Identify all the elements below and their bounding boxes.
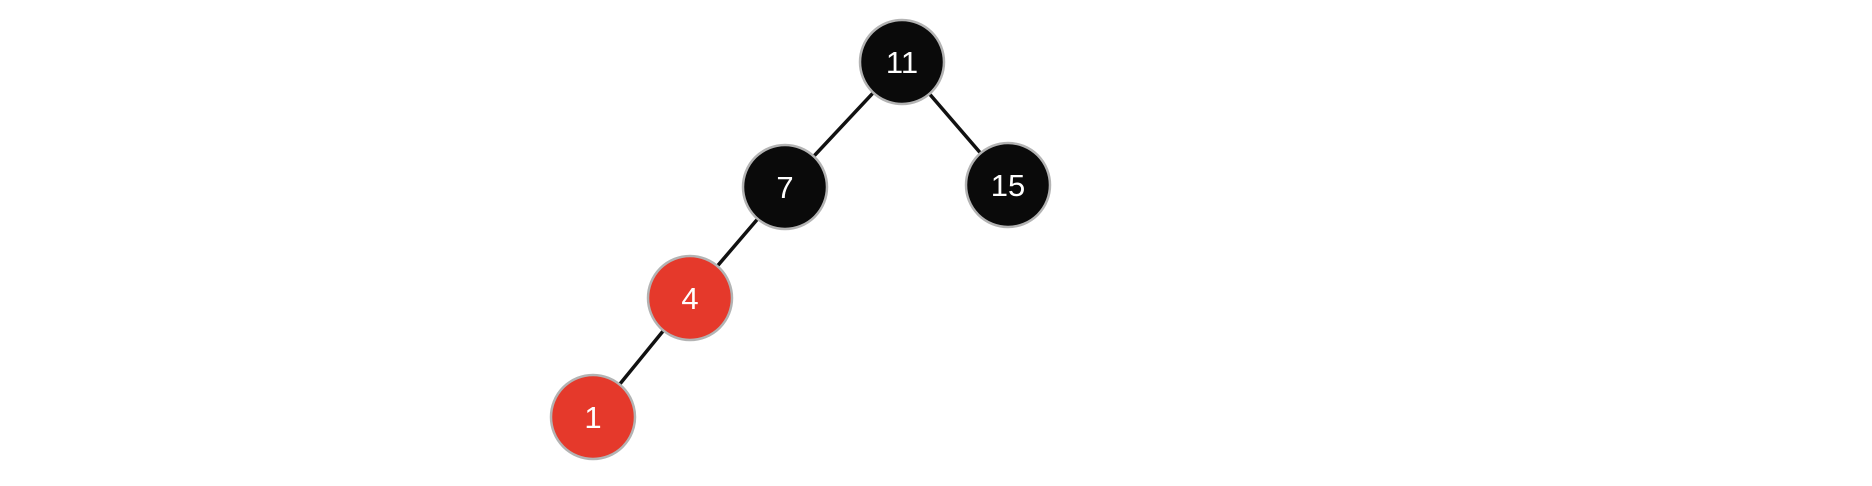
node-circle-black (858, 18, 946, 106)
tree-node-15[interactable]: 15 (964, 141, 1052, 229)
tree-node-11[interactable]: 11 (858, 18, 946, 106)
node-circle-black (741, 143, 829, 231)
tree-node-4[interactable]: 4 (646, 254, 734, 342)
node-circle-red (549, 373, 637, 461)
tree-node-7[interactable]: 7 (741, 143, 829, 231)
tree-node-1[interactable]: 1 (549, 373, 637, 461)
node-circle-red (646, 254, 734, 342)
node-circle-black (964, 141, 1052, 229)
